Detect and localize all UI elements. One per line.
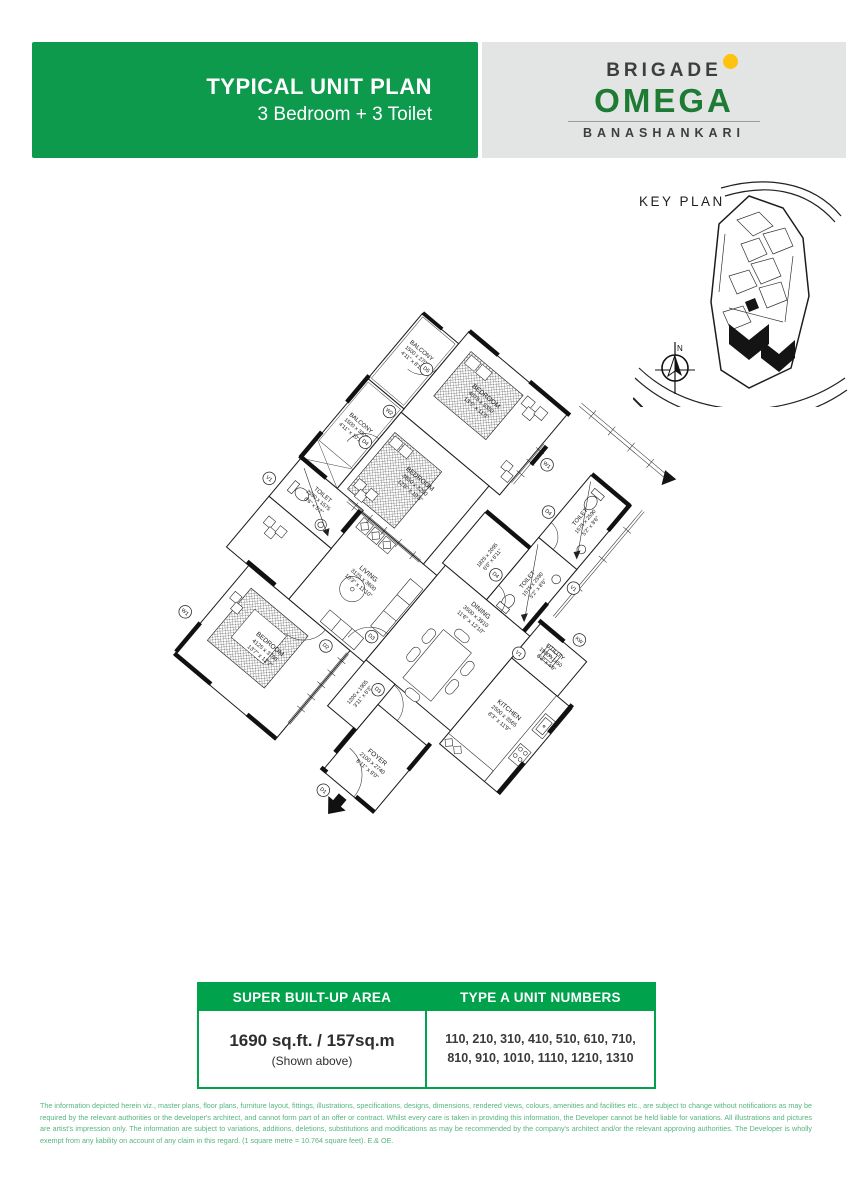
- north-label: N: [677, 344, 683, 353]
- area-value: 1690 sq.ft. / 157sq.m: [229, 1030, 395, 1050]
- room-label-utility: UTILITY 1900 x1450 6'3" x 4'9": [535, 643, 565, 673]
- unit-numbers-line2: 810, 910, 1010, 1110, 1210, 1310: [447, 1051, 634, 1065]
- svg-text:D5: D5: [421, 366, 430, 375]
- wall-segments: [173, 311, 633, 814]
- marker-d2: D2: [319, 639, 333, 653]
- marker-d4-toilet-a: D4: [541, 505, 556, 519]
- entry-arrow-icon: [328, 793, 347, 814]
- plan-markers: D5 D4 D4 D4 D3 D3 D2 D1 W1 W1 W2 V1 V1 V…: [178, 362, 587, 797]
- brand-dot-icon: [722, 53, 738, 69]
- svg-text:D4: D4: [360, 438, 369, 447]
- hob-icon: [507, 743, 532, 768]
- coffee-table-icon: [339, 576, 366, 603]
- tv-unit-icon: [355, 517, 397, 555]
- key-plan-buildings: [718, 211, 794, 331]
- dining-set-icon: [402, 628, 475, 702]
- room-label-toilet-b: TOILET 1575 x 2590 5'2" x 8'6": [519, 570, 548, 600]
- marker-v1-c: V1: [262, 471, 276, 486]
- bed-icons: [206, 351, 524, 689]
- svg-text:V1: V1: [514, 650, 523, 659]
- marker-v1-a: V1: [566, 581, 581, 595]
- svg-text:KW: KW: [574, 636, 584, 646]
- toilet-slope-arrows: [303, 468, 591, 623]
- logo-divider: [568, 121, 760, 123]
- marker-d5: D5: [419, 362, 434, 377]
- unit-numbers: 110, 210, 310, 410, 510, 610, 710, 810, …: [445, 1030, 635, 1069]
- room-outlines: [173, 312, 630, 814]
- svg-text:V1: V1: [264, 475, 273, 484]
- sofa-icon: [370, 578, 424, 637]
- marker-v1-b: V1: [512, 646, 526, 660]
- north-compass-icon: N: [655, 342, 695, 394]
- marker-d3-passage: D3: [371, 683, 385, 697]
- units-table: TYPE A UNIT NUMBERS 110, 210, 310, 410, …: [426, 982, 656, 1089]
- svg-text:D3: D3: [366, 633, 375, 642]
- marker-w1-right: W1: [540, 458, 554, 472]
- brand-name: BRIGADE: [606, 53, 738, 82]
- marker-d4-balcony: D4: [358, 435, 373, 449]
- unit-numbers-line1: 110, 210, 310, 410, 510, 610, 710,: [445, 1031, 636, 1046]
- page-title: TYPICAL UNIT PLAN: [206, 74, 432, 99]
- living-furniture: [319, 517, 424, 651]
- key-plan-highlight-buildings: [729, 298, 795, 372]
- svg-text:W2: W2: [384, 407, 394, 417]
- brand-name-text: BRIGADE: [606, 59, 722, 81]
- area-table: SUPER BUILT-UP AREA 1690 sq.ft. / 157sq.…: [197, 982, 426, 1089]
- area-note: (Shown above): [271, 1053, 353, 1068]
- page-subtitle: 3 Bedroom + 3 Toilet: [257, 104, 432, 125]
- svg-text:D4: D4: [543, 508, 552, 517]
- svg-text:D2: D2: [321, 642, 330, 651]
- key-plan: KEY PLAN: [633, 181, 848, 407]
- title-band: TYPICAL UNIT PLAN 3 Bedroom + 3 Toilet: [32, 42, 478, 158]
- external-column: [661, 470, 677, 486]
- marker-d1: D1: [316, 783, 331, 797]
- marker-d3-living: D3: [364, 629, 379, 644]
- key-plan-roads: [633, 181, 848, 407]
- svg-text:D3: D3: [373, 686, 382, 695]
- summary-tables: SUPER BUILT-UP AREA 1690 sq.ft. / 157sq.…: [197, 982, 656, 1089]
- marker-w2: W2: [382, 404, 397, 419]
- utility-sink-icon: [538, 643, 563, 668]
- project-location: BANASHANKARI: [582, 126, 746, 141]
- svg-text:D4: D4: [491, 571, 500, 580]
- door-arcs: [285, 366, 559, 798]
- marker-d4-toilet-b: D4: [489, 568, 503, 582]
- marker-w1-left: W1: [178, 605, 192, 619]
- wardrobe-icons: [229, 395, 549, 615]
- marker-kw: KW: [572, 633, 587, 647]
- svg-text:V1: V1: [569, 584, 578, 593]
- svg-text:W1: W1: [180, 608, 190, 618]
- brand-logo-panel: BRIGADE OMEGA BANASHANKARI: [482, 42, 846, 158]
- key-plan-label: KEY PLAN: [639, 194, 725, 209]
- project-name: OMEGA: [594, 81, 734, 119]
- area-table-header: SUPER BUILT-UP AREA: [199, 984, 425, 1011]
- units-table-header: TYPE A UNIT NUMBERS: [427, 984, 654, 1011]
- svg-text:W1: W1: [541, 461, 551, 471]
- svg-text:D1: D1: [318, 786, 327, 795]
- toilet-fixtures: [286, 480, 605, 615]
- disclaimer-text: The information depicted herein viz., ma…: [40, 1101, 812, 1145]
- floor-plan: BALCONY 1500 x 2700 4'11" x 8'11" BEDROO…: [173, 311, 677, 814]
